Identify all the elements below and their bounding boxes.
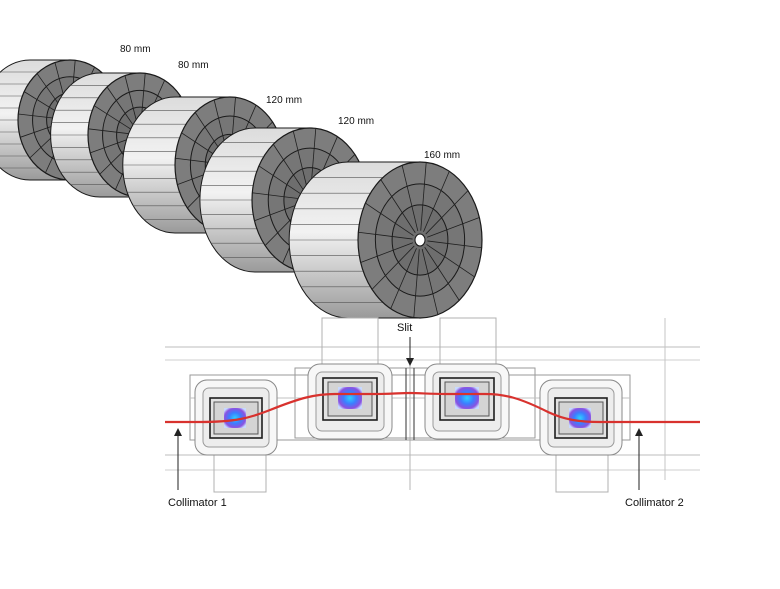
magnet-3-length-label: 120 mm [266,95,303,106]
magnet-2-length-label: 80 mm [178,60,209,71]
slit-label: Slit [397,322,413,334]
magnet-5-length-label: 160 mm [424,150,461,161]
slit [405,368,415,440]
collimator-2-arrow [635,428,643,490]
collimator-1-label: Collimator 1 [168,497,227,509]
collimator-2-label: Collimator 2 [625,497,684,509]
beamline-schematic [165,317,700,493]
beamline-magnet-3 [424,317,510,440]
beamline-magnet-2 [307,317,393,440]
beamline-magnet-4 [539,379,623,493]
beam-path [165,391,700,424]
slit-arrow [406,337,414,366]
magnet-1-length-label: 80 mm [120,44,151,55]
magnet-cylinder-5 [288,161,483,319]
collimator-1-arrow [174,428,182,490]
magnet-array [0,59,483,319]
magnet-4-length-label: 120 mm [338,116,375,127]
beamline-magnet-1 [194,379,278,493]
